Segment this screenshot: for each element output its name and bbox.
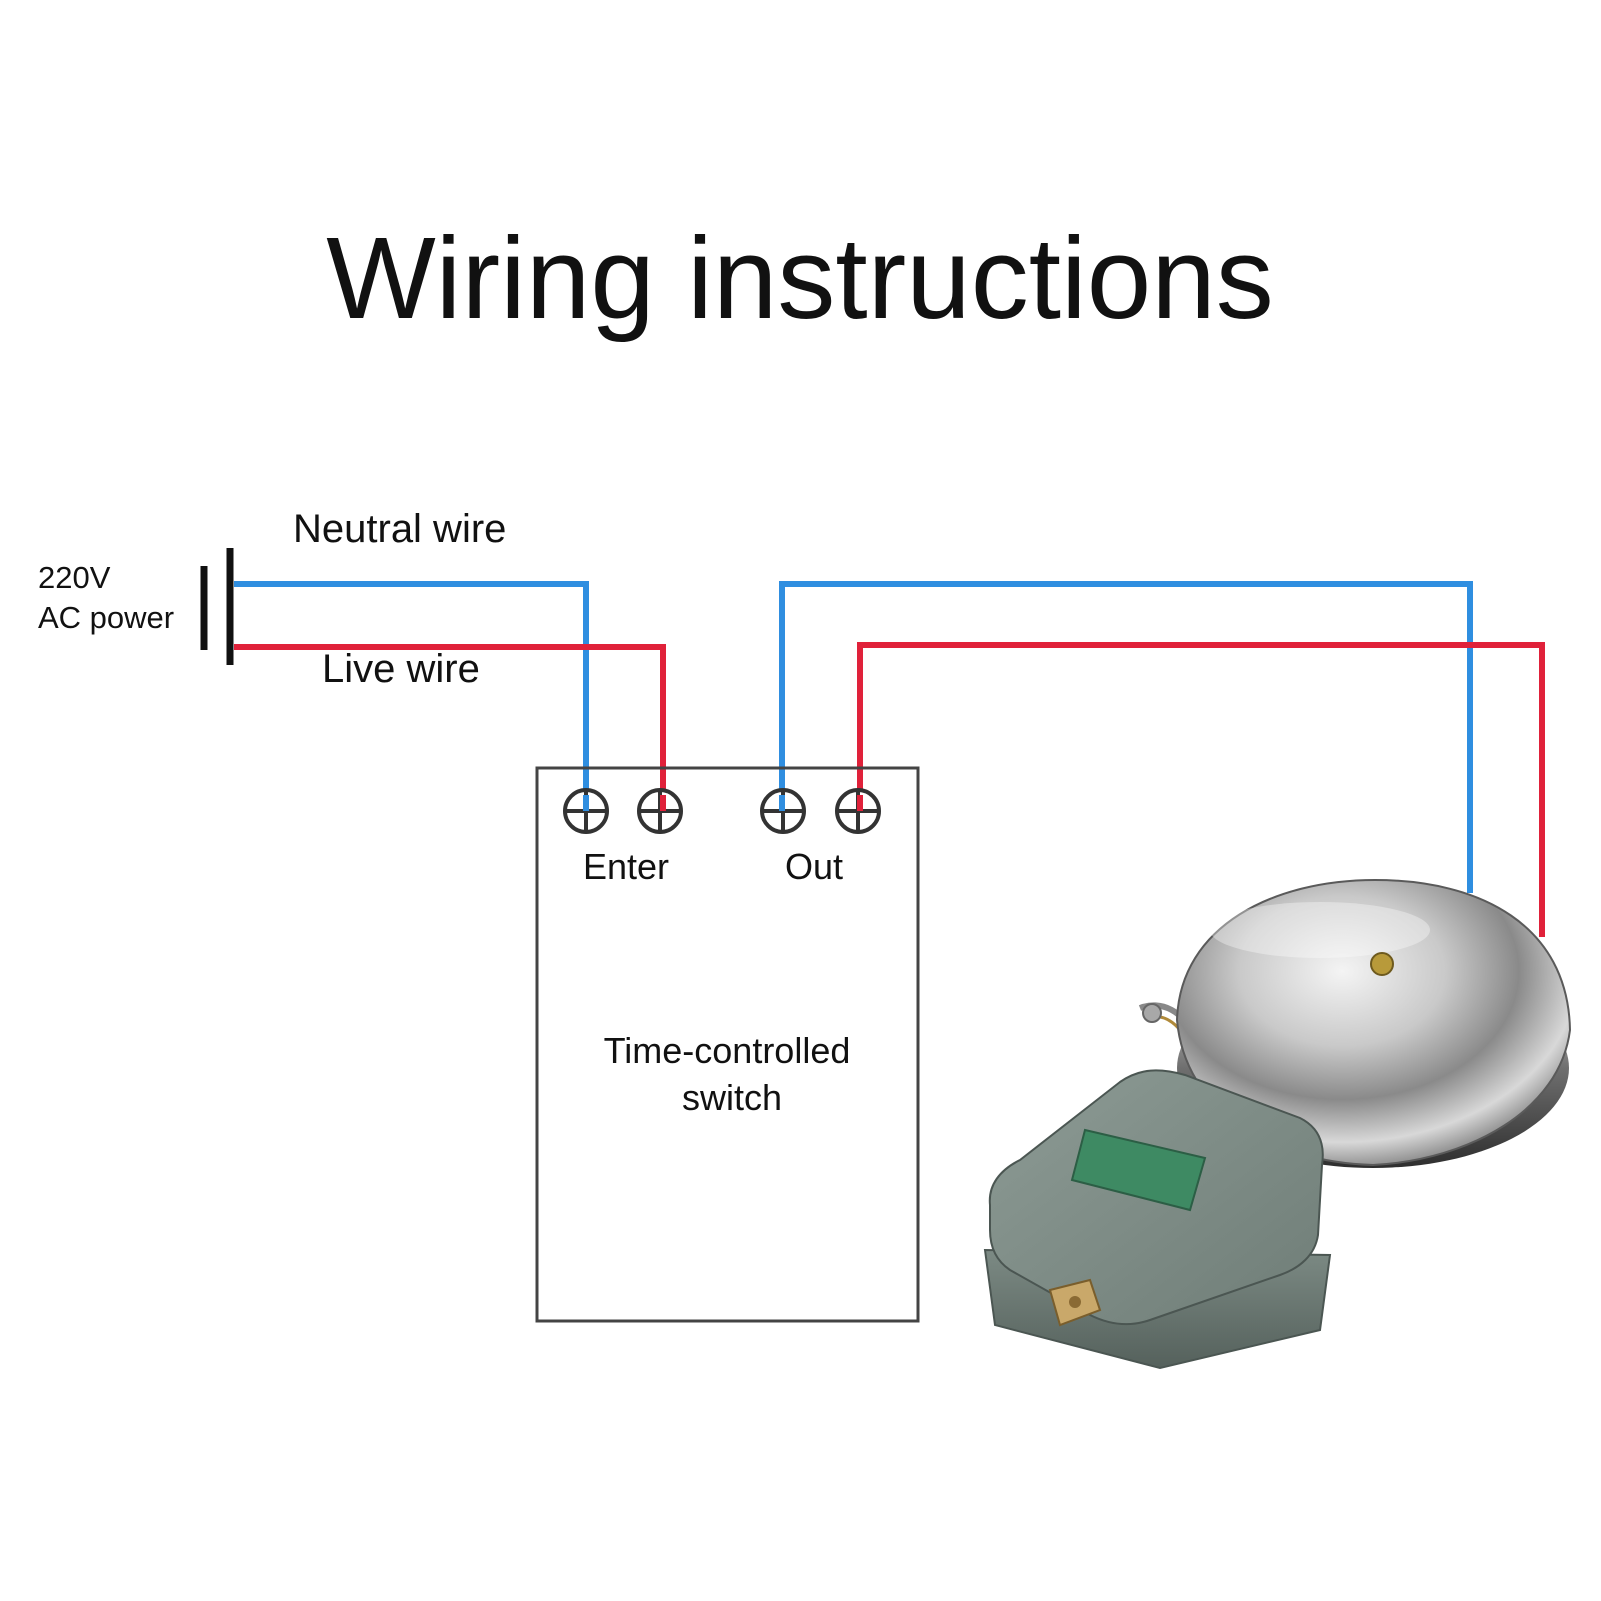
live-wire-input	[234, 644, 666, 800]
page-title: Wiring instructions	[326, 213, 1274, 343]
bell-screw	[1370, 952, 1394, 976]
ac-power-source: 220V AC power	[38, 548, 234, 665]
neutral-wire-input	[234, 581, 589, 800]
neutral-wire-label: Neutral wire	[293, 507, 506, 551]
neutral-wire-output	[779, 581, 1473, 893]
electric-bell-icon	[983, 878, 1572, 1370]
power-type-label: AC power	[38, 600, 174, 635]
switch-name-line2: switch	[682, 1077, 782, 1118]
switch-box	[535, 766, 920, 1323]
terminal-enter-label: Enter	[583, 846, 669, 887]
live-wire-label: Live wire	[322, 647, 480, 691]
time-controlled-switch: Enter Out Time-controlled switch	[535, 766, 920, 1323]
terminal-out-label: Out	[785, 846, 843, 887]
switch-name-line1: Time-controlled	[604, 1030, 851, 1071]
bell-mechanism-box	[983, 1069, 1332, 1370]
power-voltage-label: 220V	[38, 560, 111, 595]
bell-nameplate	[1070, 1128, 1207, 1212]
live-wire-output	[857, 642, 1545, 937]
